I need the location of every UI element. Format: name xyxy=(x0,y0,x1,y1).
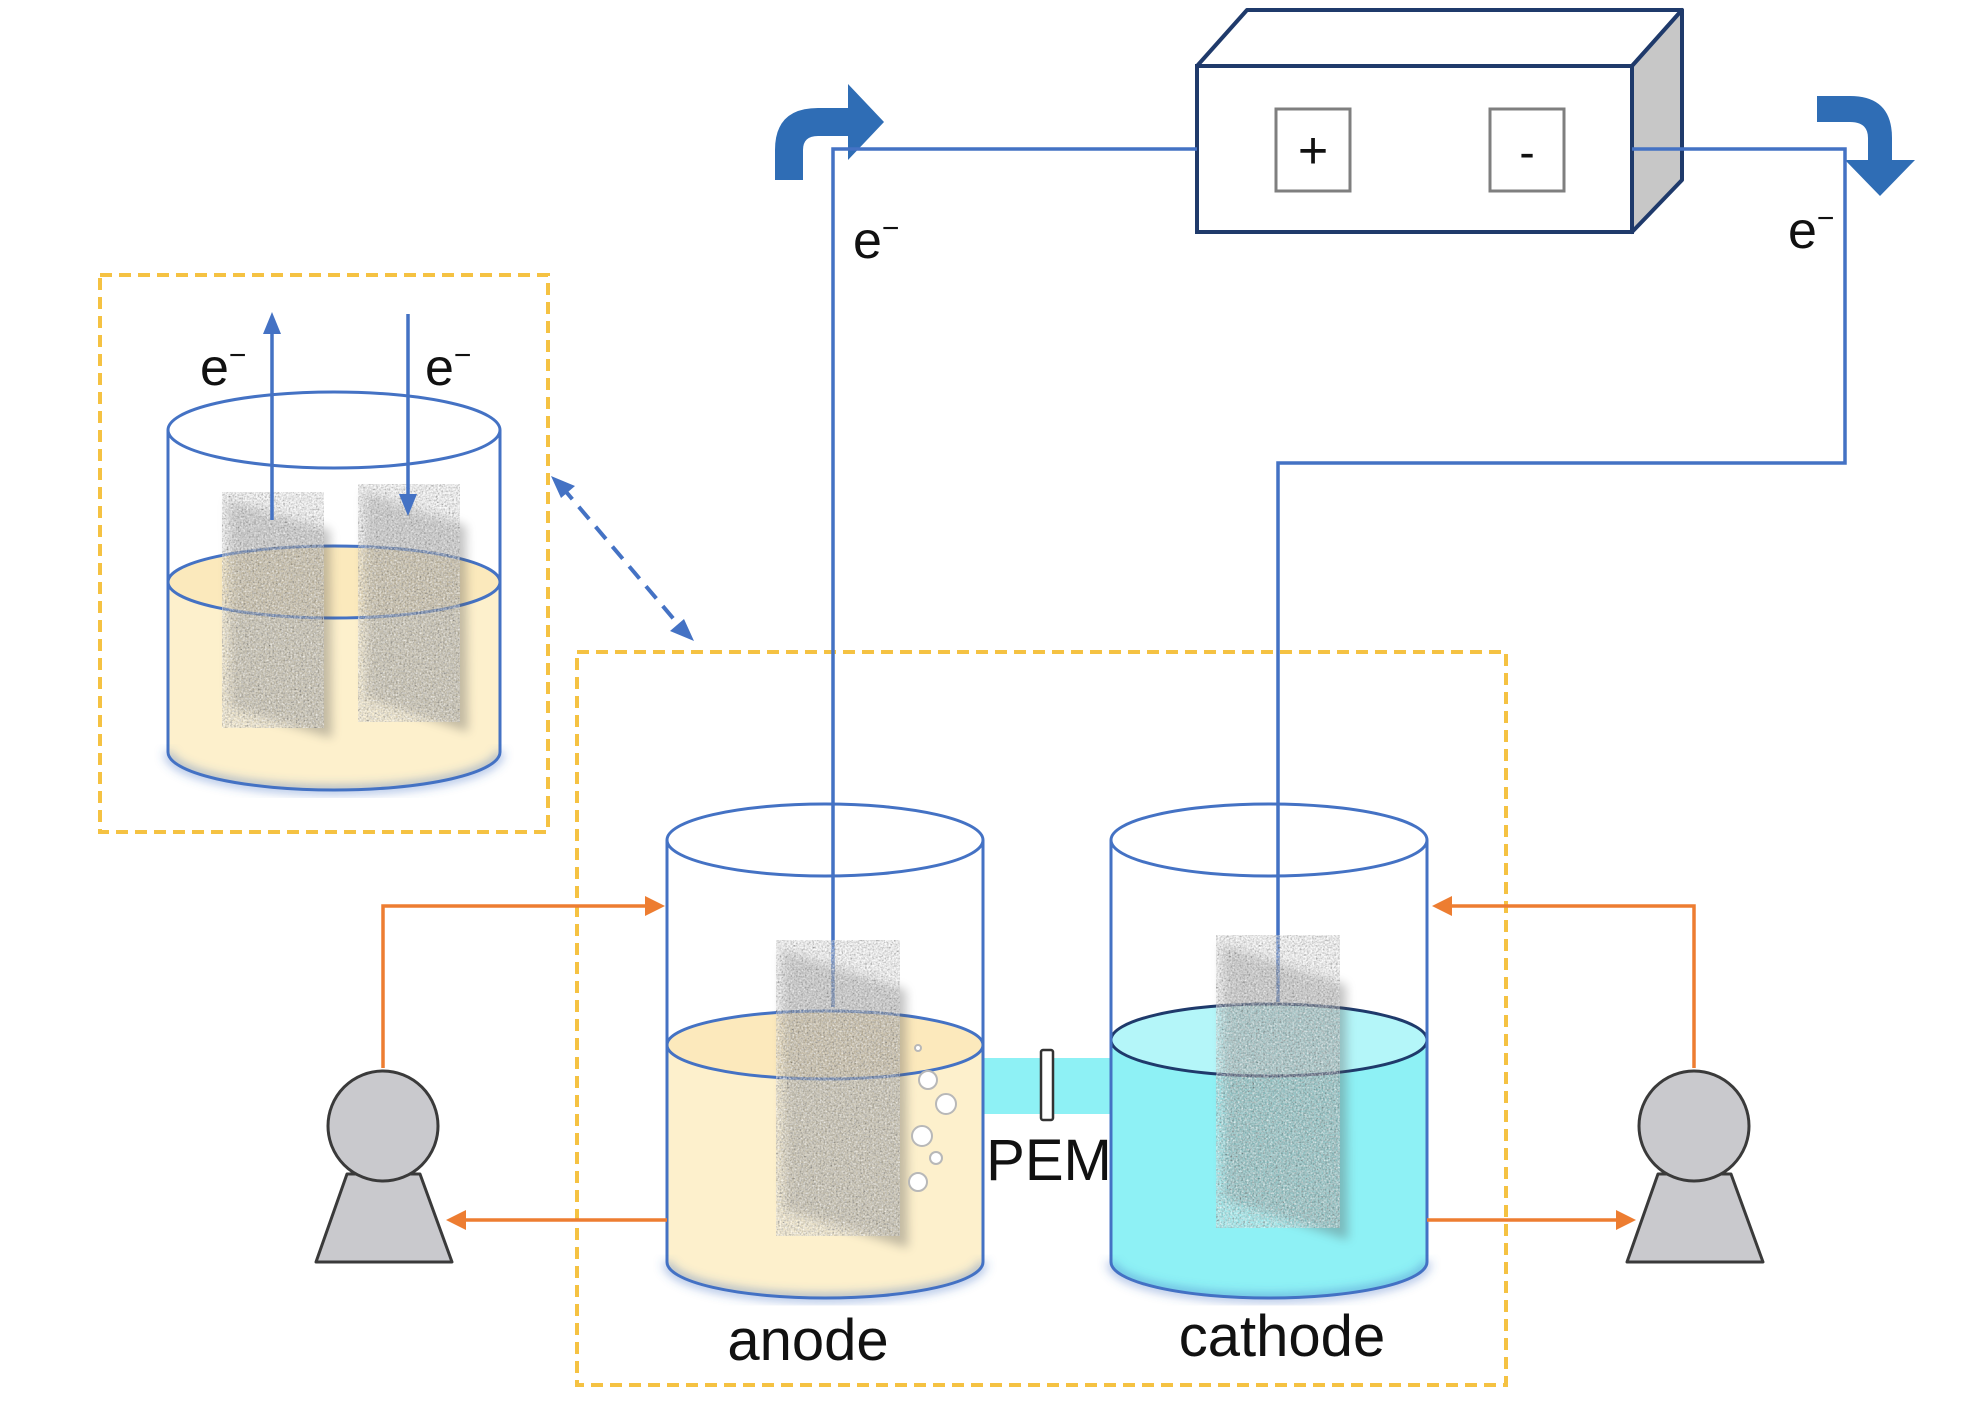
cathode-electrode xyxy=(1216,935,1348,1240)
inset-electrode-left xyxy=(222,492,332,738)
svg-text:+: + xyxy=(1298,122,1328,180)
electron-flow-arrow-right xyxy=(1817,96,1915,196)
pem-label: PEM xyxy=(986,1128,1112,1193)
main-frame xyxy=(575,650,1508,1387)
anode-inlet-arrowhead xyxy=(645,896,665,916)
anode-recirculation-tubing xyxy=(381,904,667,1222)
anode-wire xyxy=(831,147,1197,1007)
pump-icon xyxy=(314,1069,454,1264)
cathode-outlet-arrowhead xyxy=(1616,1210,1636,1230)
cathode-label: cathode xyxy=(1179,1304,1385,1369)
electron-label-cathode-wire: e− xyxy=(1788,202,1834,260)
cathode-inlet-arrowhead xyxy=(1432,896,1452,916)
electron-flow-arrow-left xyxy=(775,84,884,180)
inset-electron-arrow-up xyxy=(263,312,281,520)
negative-terminal: - xyxy=(1488,107,1566,193)
zoom-link-arrow xyxy=(551,476,694,641)
anode-outlet-arrowhead xyxy=(446,1210,466,1230)
svg-text:-: - xyxy=(1519,126,1534,178)
anode-electrode xyxy=(776,940,908,1248)
pump-icon xyxy=(1625,1069,1765,1264)
dc-power-supply-icon xyxy=(1195,8,1684,234)
inset-electrode-right xyxy=(358,484,468,732)
inset-electron-arrow-down xyxy=(399,314,417,516)
proton-exchange-membrane-bridge xyxy=(983,1048,1115,1122)
inset-frame xyxy=(98,273,550,834)
inset-electron-label-right: e− xyxy=(425,339,471,397)
cathode-wire xyxy=(1276,147,1847,1002)
cathode-recirculation-tubing xyxy=(1427,904,1696,1222)
anode-label: anode xyxy=(727,1308,888,1373)
positive-terminal: + xyxy=(1274,107,1352,193)
electron-label-anode-wire: e− xyxy=(853,212,899,270)
inset-electron-label-left: e− xyxy=(200,339,246,397)
gas-bubbles xyxy=(908,1044,957,1192)
